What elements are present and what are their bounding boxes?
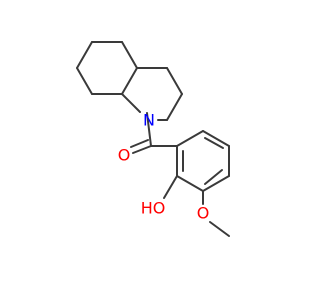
- bond: [121, 41, 138, 69]
- bond: [209, 221, 230, 237]
- bond: [166, 67, 183, 95]
- bond: [166, 93, 183, 121]
- atom-n-label: N: [143, 111, 155, 130]
- bond: [163, 175, 178, 199]
- bond: [130, 139, 149, 148]
- bond: [76, 67, 93, 95]
- bonds: [76, 41, 230, 237]
- bond: [146, 112, 152, 147]
- atom-labels: N O HO O: [118, 111, 210, 223]
- bond: [121, 93, 141, 113]
- bond: [202, 130, 230, 147]
- bond: [132, 145, 152, 154]
- bond: [76, 41, 93, 69]
- atom-hydroxyl-label: HO: [141, 199, 166, 218]
- atom-o-methoxy-label: O: [197, 204, 210, 223]
- molecule-structure: N O HO O: [76, 41, 230, 237]
- bond: [176, 130, 204, 147]
- bond: [204, 137, 224, 149]
- bond: [121, 67, 138, 95]
- bond: [204, 169, 223, 185]
- bond: [176, 175, 204, 192]
- bond: [202, 175, 230, 192]
- atom-o-carbonyl-label: O: [118, 146, 131, 165]
